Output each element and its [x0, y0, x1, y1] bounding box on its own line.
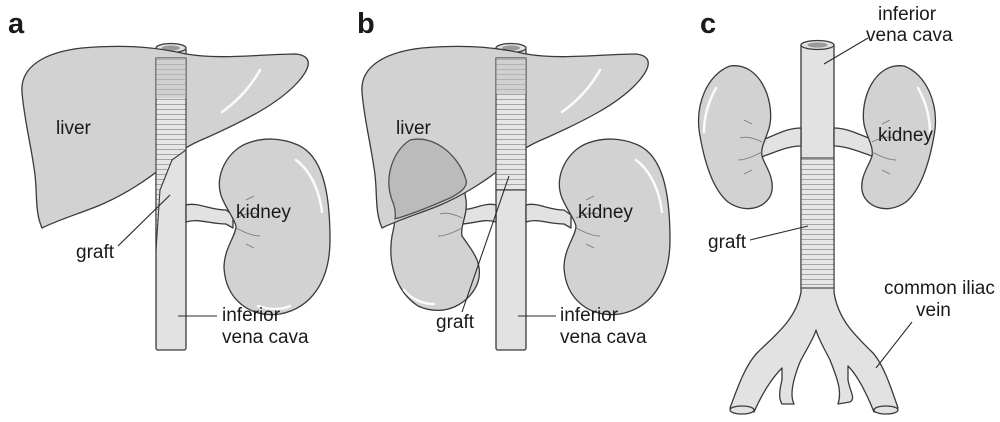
label-kidney-b: kidney — [578, 202, 633, 223]
label-iliac-line2-c: vein — [916, 300, 951, 321]
label-kidney-a: kidney — [236, 202, 291, 223]
label-kidney-c: kidney — [878, 125, 933, 146]
label-graft-c: graft — [708, 232, 747, 253]
graft-c — [801, 158, 834, 288]
panel-letter-a: a — [8, 8, 25, 40]
iliac-end-left-c — [730, 406, 754, 414]
iliac-end-right-c — [874, 406, 898, 414]
kidney-right-b — [559, 139, 670, 314]
panel-b: b liver kidney graft — [357, 8, 670, 350]
label-ivc-line2-a: vena cava — [222, 327, 309, 348]
renal-vein-right-b — [526, 204, 571, 228]
label-liver-b: liver — [396, 118, 432, 139]
label-ivc-line2-b: vena cava — [560, 327, 647, 348]
kidney-left-c — [699, 66, 773, 209]
label-ivc-line1-a: inferior — [222, 305, 281, 326]
graft-b — [496, 58, 526, 190]
panel-c: c inferior vena cava kidney graft common… — [699, 4, 995, 414]
label-graft-a: graft — [76, 242, 115, 263]
leader-iliac-c — [876, 322, 912, 368]
label-ivc-line1-c: inferior — [878, 4, 937, 25]
label-ivc-line2-c: vena cava — [866, 25, 953, 46]
ivc-lumen-c — [808, 42, 828, 47]
label-ivc-line1-b: inferior — [560, 305, 619, 326]
label-liver-a: liver — [56, 118, 92, 139]
panel-a: a liver kidney graft inferior vena cava — [8, 8, 330, 350]
leader-graft-c — [750, 226, 808, 240]
label-iliac-line1-c: common iliac — [884, 278, 995, 299]
kidney-a — [219, 139, 330, 314]
renal-vein-a — [186, 204, 233, 228]
panel-letter-b: b — [357, 8, 375, 40]
label-graft-b: graft — [436, 312, 475, 333]
panel-letter-c: c — [700, 8, 716, 40]
